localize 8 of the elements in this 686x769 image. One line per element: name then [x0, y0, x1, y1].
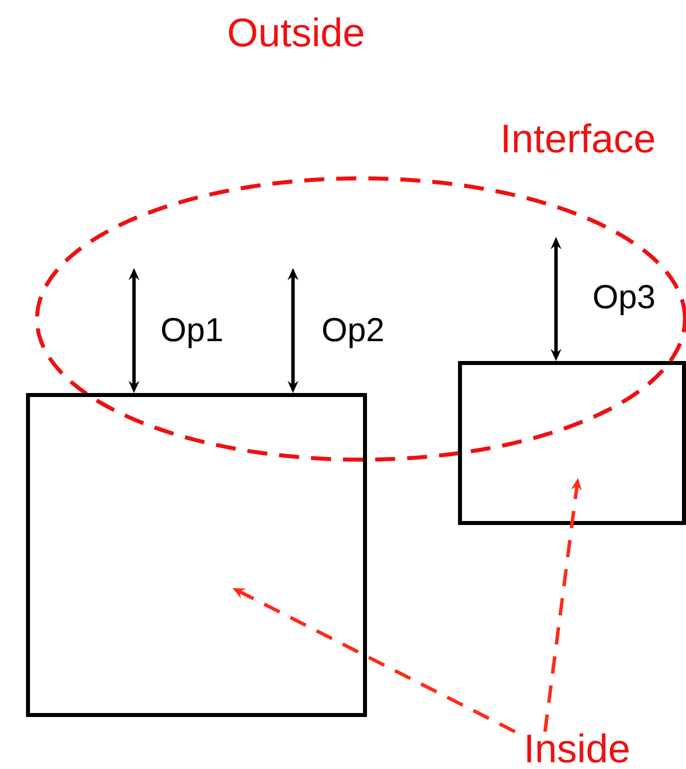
component-box	[26, 393, 367, 717]
edge-label: Op1	[162, 318, 222, 348]
edge-label: Op2	[323, 318, 383, 348]
node-label: Interface	[504, 123, 654, 153]
inside-label: Inside	[527, 733, 629, 763]
outside-label: Outside	[228, 17, 364, 47]
component-box	[458, 361, 686, 525]
edge-label: Op3	[594, 284, 654, 316]
